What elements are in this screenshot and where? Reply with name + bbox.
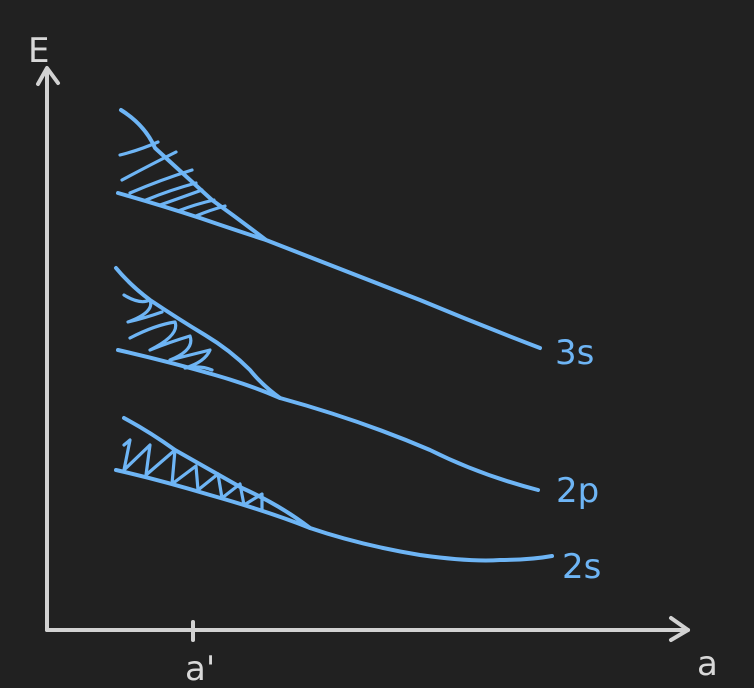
x-axis-tick-label: a' xyxy=(185,649,215,688)
curve-2s-label: 2s xyxy=(562,547,601,587)
curve-2p-lower xyxy=(116,348,282,400)
y-axis-label: E xyxy=(28,31,49,71)
curve-2s-lower xyxy=(114,468,312,530)
curve-2p-group xyxy=(114,266,540,492)
hatch-2p xyxy=(122,293,214,372)
curve-2s-group xyxy=(114,416,554,563)
curve-2p-label: 2p xyxy=(556,471,599,511)
x-axis-label: a xyxy=(697,644,718,684)
curve-3s-upper xyxy=(119,108,542,350)
axes xyxy=(36,66,690,642)
curve-3s-lower xyxy=(116,191,268,242)
y-axis-arrowhead xyxy=(36,66,60,86)
curve-2p-upper xyxy=(114,266,540,492)
curve-3s-label: 3s xyxy=(555,333,594,373)
hatch-2s xyxy=(122,438,264,512)
x-axis-arrowhead xyxy=(669,616,690,642)
curve-3s-group xyxy=(116,108,542,350)
hatch-3s xyxy=(118,140,227,218)
